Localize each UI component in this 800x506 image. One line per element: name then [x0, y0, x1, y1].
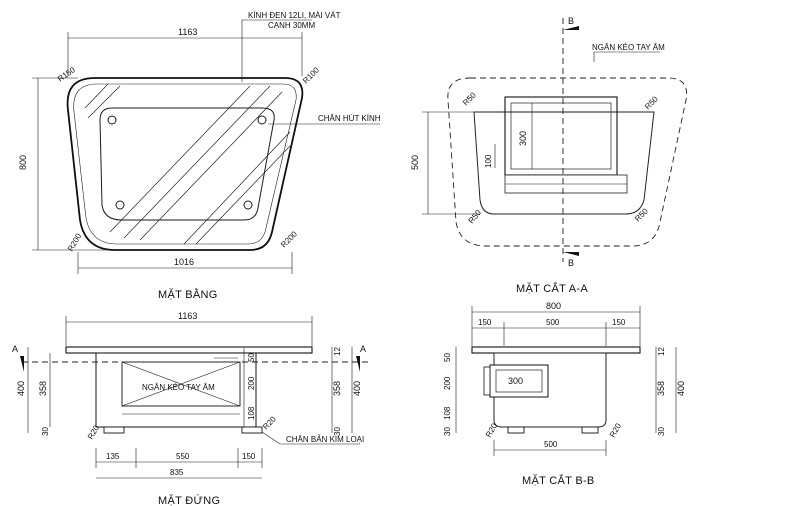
plan-support-plate — [99, 107, 275, 221]
plan-glass-outline — [66, 77, 304, 251]
bb-r-right: R20 — [608, 421, 623, 439]
bb-dim-bottom: 500 — [544, 440, 558, 449]
section-bb-view: 800 150 500 150 50 200 108 30 12 358 400… — [443, 301, 686, 487]
elev-glass-top — [65, 346, 313, 354]
aa-glass-dashed-outline — [447, 77, 688, 247]
elev-dim-left-body: 358 — [38, 381, 48, 396]
aa-dim-lower: 100 — [484, 154, 493, 168]
elev-note-drawer: NGĂN KÉO TAY ÂM — [142, 383, 215, 392]
elev-dim-right-foot: 30 — [333, 427, 342, 436]
elev-cut-label-right: A — [360, 344, 366, 354]
elev-dim-mid-2: 200 — [247, 376, 256, 390]
aa-note-drawer: NGĂN KÉO TAY ÂM — [592, 43, 665, 52]
bb-dim-left-1: 50 — [443, 353, 452, 362]
bb-foot-right — [581, 426, 599, 434]
elev-dim-bot-right: 150 — [242, 452, 256, 461]
plan-foot-tr — [257, 115, 267, 125]
bb-dim-left-2: 200 — [443, 376, 452, 390]
elev-dim-bot-mid: 550 — [176, 452, 190, 461]
elev-dim-bot-left: 135 — [106, 452, 120, 461]
elev-title: MẶT ĐỨNG — [158, 494, 220, 506]
aa-r-top-right: R50 — [643, 94, 660, 111]
plan-r-top-right: R100 — [301, 65, 321, 85]
section-aa-view: B B 500 300 100 R50 R50 R50 R50 NGĂN KÉO… — [410, 16, 688, 295]
aa-dim-left: 500 — [410, 155, 420, 170]
bb-dim-top-total: 800 — [546, 301, 561, 311]
elev-cut-label-left: A — [12, 344, 18, 354]
aa-cut-label-top: B — [568, 16, 574, 26]
plan-view: 1163 1016 800 R150 R100 R200 R200 KÍNH Đ… — [18, 11, 381, 301]
plan-r-top-left: R150 — [56, 65, 77, 84]
bb-dim-right-total: 400 — [676, 381, 686, 396]
aa-dim-drawer: 300 — [518, 131, 528, 146]
bb-glass-top — [471, 346, 641, 354]
bb-dim-top-mid: 500 — [546, 318, 560, 327]
plan-dim-bottom: 1016 — [174, 257, 194, 267]
aa-r-bottom-left: R50 — [467, 208, 484, 225]
elev-dim-mid-3: 108 — [247, 406, 256, 420]
plan-glass-bevel — [73, 83, 297, 245]
elev-dim-left-total: 400 — [16, 381, 26, 396]
plan-foot-tl — [107, 115, 117, 125]
bb-drawer-handle — [483, 366, 491, 396]
plan-title: MẶT BẰNG — [158, 288, 218, 301]
plan-note-glass-1: KÍNH ĐEN 12LI, MÀI VÁT — [248, 11, 341, 20]
elev-foot-left — [103, 426, 125, 434]
bb-foot-left — [507, 426, 525, 434]
elev-dim-right-body: 358 — [332, 381, 342, 396]
plan-foot-br — [243, 200, 253, 210]
bb-dim-right-top: 12 — [657, 347, 666, 356]
elev-r-right: R20 — [261, 414, 278, 431]
elevation-view: A A 1163 400 358 30 12 358 400 30 50 200… — [12, 311, 368, 506]
bb-title: MẶT CẮT B-B — [522, 474, 595, 487]
bb-dim-drawer: 300 — [508, 376, 523, 386]
aa-title: MẶT CẮT A-A — [516, 282, 588, 295]
elev-dim-right-top: 12 — [333, 347, 342, 356]
elev-dim-top: 1163 — [178, 311, 197, 321]
elev-dim-right-total: 400 — [352, 381, 362, 396]
elev-foot-right — [241, 426, 263, 434]
plan-note-glass-2: CẠNH 30MM — [268, 21, 315, 30]
bb-dim-left-4: 30 — [443, 427, 452, 436]
bb-dim-left-3: 108 — [443, 406, 452, 420]
elev-dim-left-foot: 30 — [41, 427, 50, 436]
plan-note-feet: CHÂN HÚT KÍNH — [318, 114, 381, 123]
plan-r-bottom-right: R200 — [279, 229, 299, 249]
plan-foot-bl — [115, 200, 125, 210]
elev-dim-bot-total: 835 — [170, 468, 184, 477]
aa-r-top-left: R50 — [461, 90, 478, 107]
bb-dim-right-body: 358 — [656, 381, 666, 396]
plan-dim-top: 1163 — [178, 27, 197, 37]
plan-glass-reflections — [84, 83, 291, 245]
aa-cut-label-bottom: B — [568, 258, 574, 268]
elev-note-metal: CHÂN BẢN KIM LOẠI — [286, 435, 364, 444]
plan-dim-left: 800 — [18, 155, 28, 170]
elev-dim-mid-1: 50 — [247, 353, 256, 362]
bb-dim-top-right: 150 — [612, 318, 626, 327]
bb-dim-top-left: 150 — [478, 318, 492, 327]
bb-drawer-inner — [495, 369, 543, 393]
aa-drawer-inner — [510, 102, 612, 170]
bb-dim-right-foot: 30 — [657, 427, 666, 436]
